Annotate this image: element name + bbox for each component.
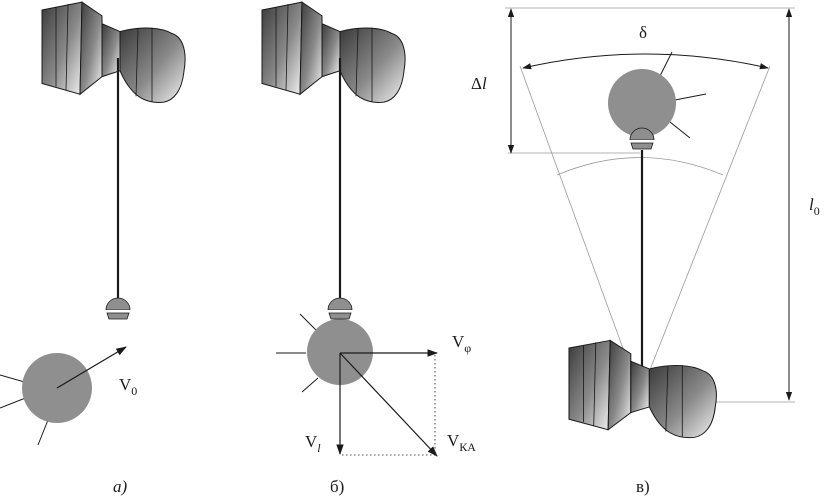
velocity-v0-arrow bbox=[56, 346, 127, 389]
velocity-vl-label: Vl bbox=[305, 432, 321, 455]
l0-label: l0 bbox=[809, 195, 820, 218]
panel-b: Vφ Vl VКА б) bbox=[261, 1, 476, 496]
panel-c: δ Δl l0 в) bbox=[471, 7, 820, 496]
delta-l-label: Δl bbox=[471, 74, 487, 93]
probe-capsule-icon bbox=[276, 313, 373, 393]
probe-capsule-icon bbox=[608, 51, 707, 139]
sector-arc-inner bbox=[556, 157, 724, 176]
sector-boundary-line bbox=[519, 65, 641, 396]
docking-cap-icon bbox=[326, 297, 354, 320]
caption-c: в) bbox=[636, 477, 650, 496]
velocity-vphi-label: Vφ bbox=[452, 332, 471, 355]
velocity-vka-arrow bbox=[339, 352, 438, 457]
docking-cap-icon bbox=[104, 297, 132, 320]
probe-capsule-icon bbox=[0, 353, 92, 446]
caption-b: б) bbox=[330, 477, 344, 496]
spacecraft-icon bbox=[41, 1, 186, 103]
velocity-vka-label: VКА bbox=[447, 431, 476, 454]
caption-a: а) bbox=[113, 477, 128, 496]
sector-boundary-line bbox=[639, 65, 771, 396]
panel-a: V0 а) bbox=[0, 1, 186, 496]
velocity-v0-label: V0 bbox=[119, 375, 137, 398]
spacecraft-icon bbox=[261, 1, 406, 103]
angle-delta-arc bbox=[522, 53, 769, 70]
angle-delta-label: δ bbox=[639, 23, 647, 42]
